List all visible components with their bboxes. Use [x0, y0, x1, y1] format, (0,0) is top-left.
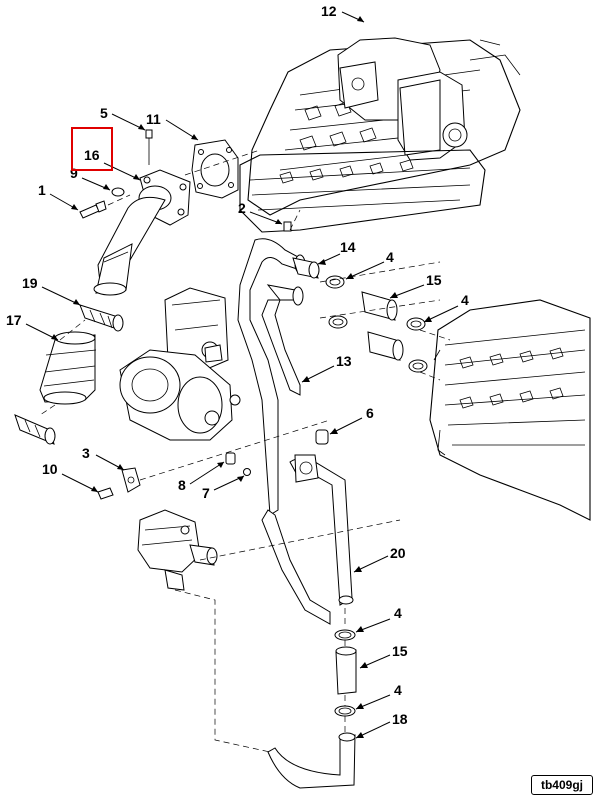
svg-text:4: 4	[394, 605, 402, 621]
callout-4b: 4	[423, 292, 469, 323]
svg-text:1: 1	[38, 182, 46, 198]
callout-10: 10	[42, 461, 99, 493]
bracket-part-3	[97, 467, 141, 500]
svg-text:15: 15	[392, 643, 408, 659]
svg-text:12: 12	[321, 3, 337, 19]
fittings-8-7-6	[225, 429, 329, 476]
svg-text:9: 9	[70, 165, 78, 181]
svg-text:20: 20	[390, 545, 406, 561]
svg-text:7: 7	[202, 485, 210, 501]
svg-text:4: 4	[461, 292, 469, 308]
svg-text:4: 4	[394, 682, 402, 698]
callout-6: 6	[329, 405, 374, 435]
callout-16: 16	[84, 147, 141, 181]
svg-text:18: 18	[392, 711, 408, 727]
callout-7: 7	[202, 475, 245, 501]
svg-text:10: 10	[42, 461, 58, 477]
callout-15b: 15	[359, 643, 408, 669]
highlight-box-16	[71, 127, 113, 171]
callout-13: 13	[301, 353, 352, 383]
svg-text:2: 2	[238, 200, 246, 216]
hose-part-17	[39, 331, 97, 405]
callout-18: 18	[355, 711, 408, 739]
svg-text:8: 8	[178, 477, 186, 493]
callout-12: 12	[321, 3, 365, 23]
elbow-part-16	[93, 169, 191, 296]
assembly-dashed-lines	[39, 149, 451, 753]
gasket-part-11	[191, 139, 239, 199]
callout-4d: 4	[355, 682, 402, 710]
thermostat-housing	[137, 509, 218, 591]
svg-text:14: 14	[340, 239, 356, 255]
svg-text:3: 3	[82, 445, 90, 461]
callout-1: 1	[38, 182, 79, 211]
svg-text:16: 16	[84, 147, 100, 163]
svg-text:15: 15	[426, 272, 442, 288]
callout-4c: 4	[355, 605, 402, 633]
callout-2: 2	[238, 200, 283, 225]
callout-4a: 4	[345, 249, 394, 280]
lower-pipe-assembly	[267, 629, 357, 789]
callout-11: 11	[146, 111, 199, 141]
tube-part-20	[261, 454, 354, 625]
callout-3: 3	[82, 445, 125, 471]
engine-block-lower	[429, 299, 591, 521]
callout-14: 14	[317, 239, 356, 265]
callout-8: 8	[178, 461, 225, 493]
clamp-lower-left	[14, 414, 56, 445]
svg-text:4: 4	[386, 249, 394, 265]
callout-20: 20	[353, 545, 406, 573]
svg-text:13: 13	[336, 353, 352, 369]
svg-text:6: 6	[366, 405, 374, 421]
svg-text:11: 11	[146, 111, 161, 127]
clamps-hoses-right	[292, 257, 428, 373]
svg-text:17: 17	[6, 312, 22, 328]
callout-5: 5	[100, 105, 146, 131]
callout-17: 17	[6, 312, 59, 341]
water-pump-housing	[119, 287, 241, 441]
engine-block-upper	[239, 37, 521, 233]
callout-9: 9	[70, 165, 111, 191]
callout-15a: 15	[389, 272, 442, 299]
figure-id-label: tb409gj	[531, 775, 593, 795]
small-fasteners-upper	[79, 129, 292, 232]
svg-text:19: 19	[22, 275, 38, 291]
sleeve-part-19	[79, 304, 124, 332]
svg-text:5: 5	[100, 105, 108, 121]
callout-19: 19	[22, 275, 81, 306]
